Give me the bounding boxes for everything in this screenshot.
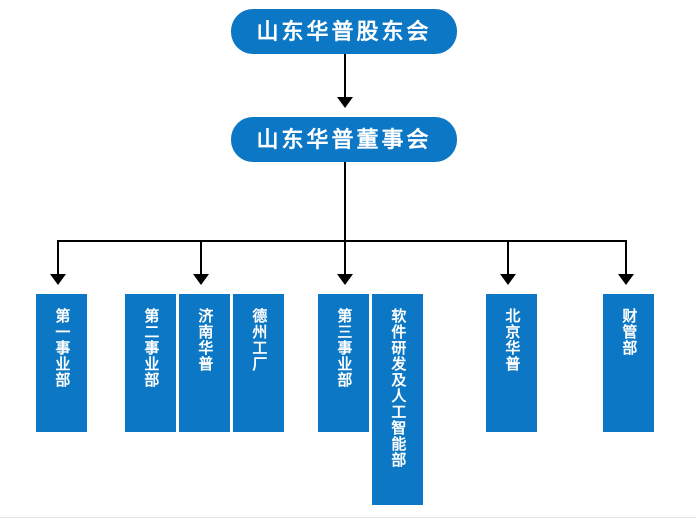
footer-divider — [0, 517, 696, 518]
connector-branch-4 — [507, 240, 509, 276]
node-finance-department-label: 财管部 — [620, 308, 638, 356]
node-dezhou-factory[interactable]: 德州工厂 — [233, 294, 284, 432]
node-division-two[interactable]: 第二事业部 — [125, 294, 176, 432]
node-division-three-label: 第三事业部 — [335, 308, 353, 388]
arrowhead-branch-2 — [193, 274, 209, 285]
node-board-of-directors-label: 山东华普董事会 — [256, 126, 432, 152]
node-beijing-huapu-label: 北京华普 — [503, 308, 521, 372]
node-dezhou-factory-label: 德州工厂 — [250, 308, 268, 372]
node-shareholders-meeting[interactable]: 山东华普股东会 — [231, 9, 457, 54]
node-jinan-huapu-label: 济南华普 — [196, 308, 214, 372]
arrowhead-branch-4 — [500, 274, 516, 285]
node-software-rd-and-ai-department[interactable]: 软件研发及人工智能部 — [372, 294, 423, 505]
connector-branch-3 — [344, 240, 346, 276]
connector-branch-1 — [57, 240, 59, 276]
node-jinan-huapu[interactable]: 济南华普 — [179, 294, 230, 432]
arrowhead-shareholders-to-board — [337, 97, 353, 108]
node-division-one-label: 第一事业部 — [53, 308, 71, 388]
connector-shareholders-to-board — [344, 54, 346, 99]
node-shareholders-meeting-label: 山东华普股东会 — [256, 18, 432, 44]
arrowhead-branch-1 — [50, 274, 66, 285]
connector-distribution-bus — [58, 240, 627, 242]
connector-board-to-bus — [344, 162, 346, 241]
connector-branch-5 — [625, 240, 627, 276]
node-software-rd-and-ai-department-label: 软件研发及人工智能部 — [389, 308, 407, 468]
node-finance-department[interactable]: 财管部 — [603, 294, 654, 432]
node-beijing-huapu[interactable]: 北京华普 — [486, 294, 537, 432]
node-division-one[interactable]: 第一事业部 — [36, 294, 87, 432]
node-board-of-directors[interactable]: 山东华普董事会 — [231, 117, 457, 162]
node-division-two-label: 第二事业部 — [142, 308, 160, 388]
node-division-three[interactable]: 第三事业部 — [318, 294, 369, 432]
arrowhead-branch-5 — [618, 274, 634, 285]
arrowhead-branch-3 — [337, 274, 353, 285]
connector-branch-2 — [200, 240, 202, 276]
